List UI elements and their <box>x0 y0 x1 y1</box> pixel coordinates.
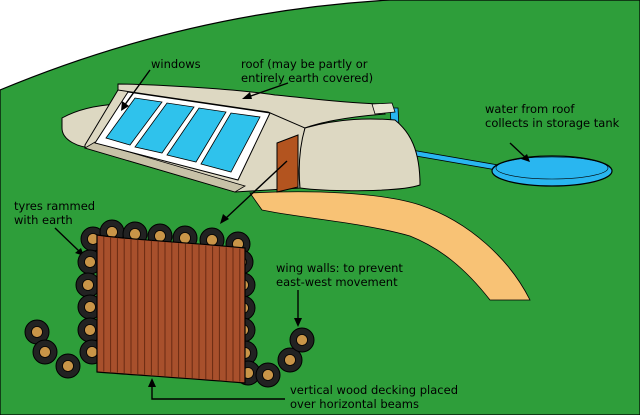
arrow-roof <box>247 82 289 98</box>
label-decking-line2: over horizontal beams <box>290 397 419 411</box>
tyre-earth-fill <box>179 232 191 244</box>
label-wing-walls-line1: wing walls: to prevent <box>276 261 403 275</box>
decking-planks <box>103 236 241 382</box>
tyre-earth-fill <box>39 346 51 358</box>
tyre-24 <box>289 327 315 353</box>
arrow-windows-head <box>121 101 129 111</box>
tyre-earth-fill <box>206 234 218 246</box>
window-pane-3 <box>166 107 227 163</box>
label-roof-line2: entirely earth covered) <box>241 71 373 85</box>
arrow-wing-walls-head <box>294 318 302 327</box>
tyre-earth-fill <box>86 346 98 358</box>
arrow-roof-head <box>242 92 252 99</box>
tyre-2 <box>32 339 58 365</box>
arrow-water <box>509 142 527 159</box>
label-decking: vertical wood decking placed over horizo… <box>290 383 462 411</box>
window-pane-1 <box>105 97 163 146</box>
front-ledge <box>84 141 246 193</box>
water-tank-rim <box>495 156 609 180</box>
arrow-door-head <box>220 214 229 224</box>
tyre-earth-fill <box>296 334 308 346</box>
label-tyres-line1: tyres rammed <box>14 199 95 213</box>
label-tyres-line2: with earth <box>14 213 73 227</box>
tyre-earth-fill <box>84 324 96 336</box>
label-tyres: tyres rammed with earth <box>14 199 99 227</box>
label-wing-walls: wing walls: to prevent east-west movemen… <box>276 261 407 289</box>
tyre-23 <box>277 347 303 373</box>
label-windows: windows <box>151 57 201 71</box>
roof-vent-box <box>371 102 396 115</box>
label-windows-line1: windows <box>151 57 201 71</box>
arrow-door <box>224 160 288 220</box>
label-roof-line1: roof (may be partly or <box>241 57 368 71</box>
label-water-line2: collects in storage tank <box>485 116 620 130</box>
arrow-tyres <box>54 227 81 253</box>
window-pane-2 <box>134 102 195 154</box>
tyre-earth-fill <box>84 256 96 268</box>
arrow-water-head <box>521 154 530 162</box>
tyre-earth-fill <box>129 228 141 240</box>
label-water: water from roof collects in storage tank <box>485 102 620 130</box>
tyre-3 <box>55 353 81 379</box>
arrow-decking <box>151 385 285 400</box>
tyre-earth-fill <box>284 354 296 366</box>
decking-surface <box>96 234 246 384</box>
tyre-earth-fill <box>62 360 74 372</box>
door <box>276 134 299 193</box>
tyre-earth-fill <box>31 326 43 338</box>
earthship-building <box>61 83 421 193</box>
label-wing-walls-line2: east-west movement <box>276 275 398 289</box>
tyre-earth-fill <box>262 369 274 381</box>
arrow-windows <box>123 69 151 107</box>
arrow-decking-head <box>148 378 156 387</box>
label-decking-line1: vertical wood decking placed <box>290 383 458 397</box>
leader-lines <box>54 69 530 400</box>
window-pane-4 <box>200 112 261 173</box>
tyre-earth-fill <box>154 230 166 242</box>
tyre-22 <box>255 362 281 388</box>
building-right-wall <box>298 118 421 192</box>
label-roof: roof (may be partly or entirely earth co… <box>241 57 373 85</box>
tyre-earth-fill <box>84 301 96 313</box>
sand-path <box>249 191 531 301</box>
tyre-earth-fill <box>82 279 94 291</box>
label-water-line1: water from roof <box>485 102 575 116</box>
water-storage-tank <box>491 155 613 187</box>
wood-decking-wall <box>96 234 246 384</box>
